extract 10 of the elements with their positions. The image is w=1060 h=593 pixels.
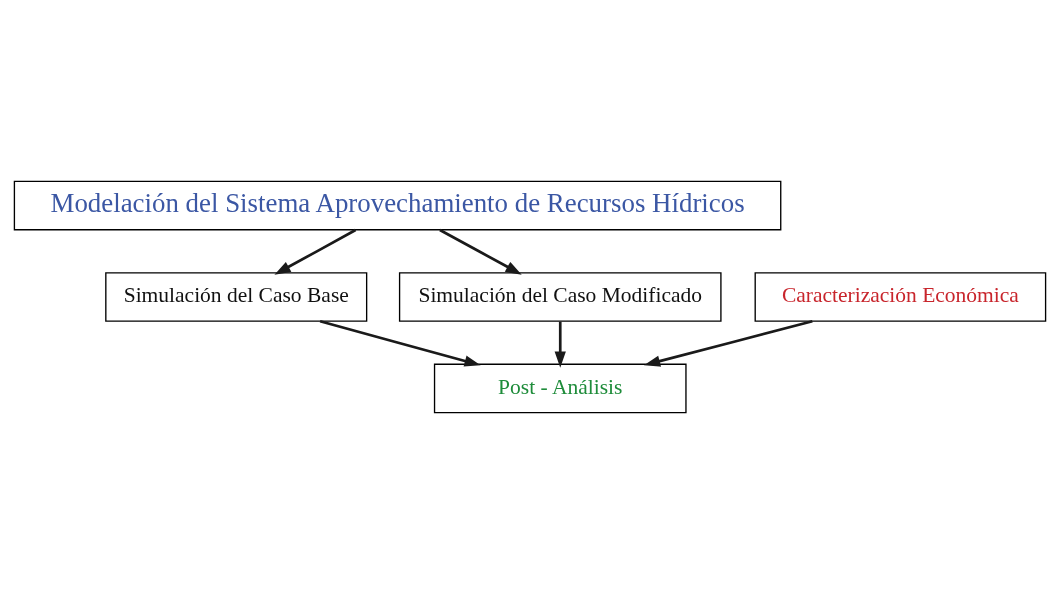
arrow [274,228,357,275]
arrow [439,228,522,275]
node-box: Caracterización Económica [754,271,1047,322]
node-box: Simulación del Caso Base [105,271,368,322]
node-box: Modelación del Sistema Aprovechamiento de Recursos Hídricos [13,180,782,230]
node-box: Simulación del Caso Modificado [398,271,722,322]
arrow [319,319,481,366]
arrow [644,319,813,367]
arrow [554,321,566,368]
node-box: Post - Análisis [433,363,687,413]
